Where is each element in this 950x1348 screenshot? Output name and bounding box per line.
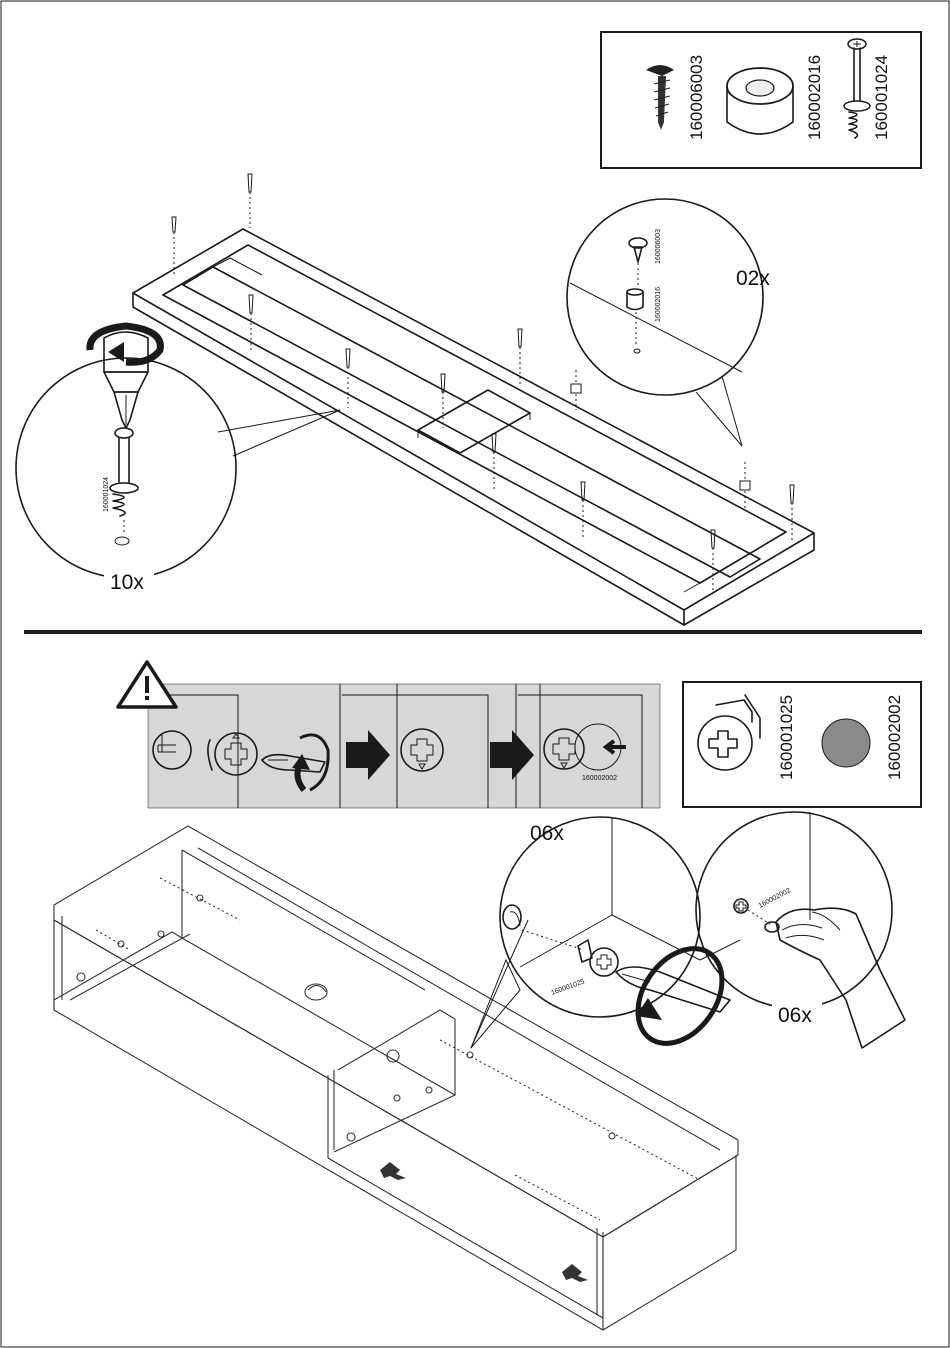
cover-cap-icon [822,719,870,767]
callout-cam-lock: 160001025 06x [471,817,739,1059]
part-code-160002002: 160002002 [885,695,904,780]
cabinet-assembly [54,826,738,1330]
step2-parts-box: 160001025 160002002 [683,682,921,807]
cam-bolt-icon [110,428,138,545]
rotate-arrow-icon [621,933,740,1059]
warning-strip-code: 160002002 [582,775,617,782]
part-code-160006003: 160006003 [687,55,706,140]
cam-bolt-icon [248,174,252,228]
callout-right-qty: 02x [736,267,770,290]
step1-parts-box: 160006003 160002016 160001024 [601,32,921,168]
warning-strip: 160002002 [118,662,660,808]
callout-cover-cap: 160002002 06x [696,812,905,1048]
cam-bolt-icon [172,217,176,274]
callout-cap-qty: 06x [778,1004,812,1027]
callout-left-qty: 10x [110,571,144,594]
cam-lock-icon [578,940,618,976]
screwdriver-icon [104,332,148,428]
callout-left-code: 160001024 [103,477,110,512]
wood-screw-icon [629,238,647,288]
cam-locked-icon [734,899,748,913]
spacer-cap-icon [627,289,643,353]
callout-spacer-screw: 160006003 160002016 02x [567,199,770,446]
part-code-160001024: 160001024 [872,55,891,140]
callout-cam-qty: 06x [530,822,564,845]
part-code-160002016: 160002016 [805,55,824,140]
callout-right-code-top: 160006003 [655,229,662,264]
screwdriver-icon [616,967,730,1012]
callout-cam-code: 160001025 [550,978,585,997]
cam-lock-icon [562,1264,588,1282]
frame-assembly [133,229,814,625]
part-code-160001025: 160001025 [777,695,796,780]
callout-cap-code: 160002002 [758,887,792,910]
callout-right-code-bottom: 160002016 [655,287,662,322]
cam-lock-icon [380,1162,406,1180]
